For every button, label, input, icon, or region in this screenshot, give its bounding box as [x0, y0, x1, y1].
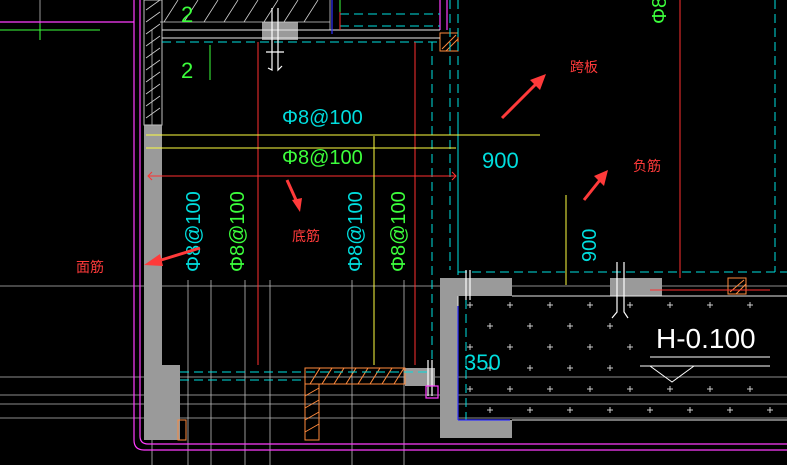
number-2-mid: 2 — [181, 58, 193, 83]
arrow-mianjin — [144, 246, 201, 266]
rebar-spec-mid: Φ8@100 — [282, 147, 363, 169]
arrow-dijin — [285, 179, 302, 212]
arrow-fujin — [582, 170, 608, 201]
label-fujin: 负筋 — [633, 158, 661, 174]
magenta-outline — [0, 0, 787, 451]
label-mianjin: 面筋 — [76, 259, 104, 275]
anchor-brackets — [266, 8, 629, 399]
number-2-top: 2 — [181, 2, 193, 27]
rebar-spec-vertical-3: Φ8@100 — [345, 191, 367, 272]
label-dijin: 底筋 — [292, 228, 320, 244]
dim-350: 350 — [464, 350, 501, 375]
blue-lines — [331, 0, 510, 421]
white-lines — [162, 29, 787, 421]
rebar-spec-vertical-5: Φ8@100 — [649, 0, 671, 24]
hatch-bottom-beam — [177, 32, 747, 441]
level-marker — [640, 356, 770, 383]
yellow-lines — [146, 45, 567, 365]
dim-900-horizontal: 900 — [482, 148, 519, 173]
rebar-spec-top: Φ8@100 — [282, 107, 363, 129]
label-kuaban: 跨板 — [570, 59, 598, 75]
level-label: H-0.100 — [656, 323, 756, 354]
rebar-spec-vertical-4: Φ8@100 — [388, 191, 410, 272]
dim-900-vertical: 900 — [579, 229, 601, 262]
cyan-dashed-lines — [162, 0, 787, 420]
hatch-top-left — [145, 0, 161, 119]
rebar-spec-vertical-2: Φ8@100 — [227, 191, 249, 272]
slab-fill-pattern — [467, 302, 773, 413]
hatch-top-strip — [160, 0, 331, 30]
arrow-kuaban — [500, 74, 546, 120]
red-rebar — [147, 0, 770, 365]
rebar-spec-vertical-1: Φ8@100 — [183, 191, 205, 272]
green-lines — [0, 0, 341, 40]
walls — [143, 0, 662, 440]
